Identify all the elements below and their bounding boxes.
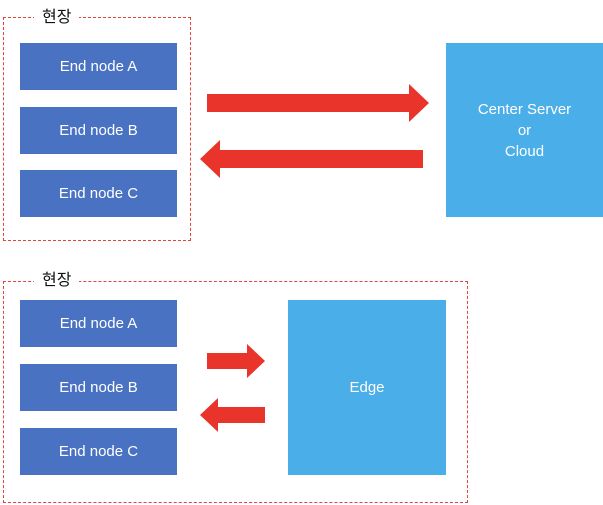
site-group-top-label: 현장: [34, 7, 80, 27]
bottom-end-node-c: End node C: [20, 428, 177, 475]
bottom-end-node-a: End node A: [20, 300, 177, 347]
top-end-node-c: End node C: [20, 170, 177, 217]
server-line-1: Center Server: [477, 100, 572, 118]
bottom-arrow-left: [200, 398, 265, 432]
bottom-end-node-b: End node B: [20, 364, 177, 411]
top-arrow-right: [207, 84, 429, 122]
top-end-node-b: End node B: [20, 107, 177, 154]
site-group-bottom-label: 현장: [34, 270, 80, 290]
edge-box: Edge: [288, 300, 446, 475]
center-server-cloud-box: Center Server or Cloud: [446, 43, 603, 217]
site-group-bottom: [3, 281, 468, 503]
server-line-2: or: [517, 121, 532, 139]
bottom-arrow-right: [207, 344, 265, 378]
edge-label: Edge: [349, 379, 385, 396]
top-arrow-left: [200, 140, 423, 178]
top-end-node-a: End node A: [20, 43, 177, 90]
site-group-top: [3, 17, 191, 241]
server-line-3: Cloud: [504, 142, 545, 160]
